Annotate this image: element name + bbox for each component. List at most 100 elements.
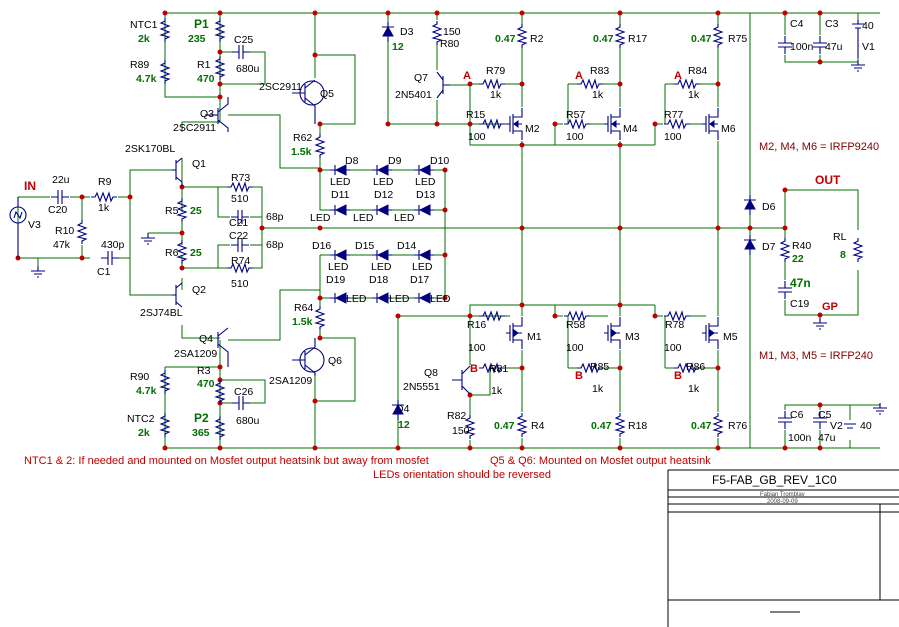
ref-v1: V1 [862,41,875,53]
resistor-r1 [215,55,225,81]
ref-d9: D9 [388,155,402,167]
resistor-r64 [315,305,325,331]
ref-d10: D10 [430,155,449,167]
node-a-label: A [463,70,471,82]
resistor-r75 [713,23,723,49]
val-r3: 470 [197,378,215,390]
author-text: Fabian Tromblay [760,492,805,498]
ref-r64: R64 [294,302,313,314]
val-r2: 0.47 [495,33,516,45]
node-b-label: B [470,363,478,375]
val-r90: 4.7k [136,385,157,397]
bjt-q7 [436,71,450,99]
val-r9: 1k [98,202,110,214]
val-d3: 12 [392,41,404,53]
led-label: LED [371,261,392,273]
bjt-q3 [217,97,229,132]
led-label: LED [373,176,394,188]
val-r15: 100 [468,131,486,143]
ref-d12: D12 [374,189,393,201]
val-r80: 150 [443,26,461,38]
val-c6: 100n [788,432,812,444]
ref-d19: D19 [326,274,345,286]
ref-m3: M3 [625,331,640,343]
ref-v3: V3 [28,219,41,231]
led-label: LED [353,212,374,224]
led-d16 [329,249,351,261]
ref-r81: R81 [489,363,508,375]
resistor-ntc1 [160,17,170,43]
ref-r57: R57 [566,109,585,121]
capacitor-c20 [50,189,70,205]
part-q7: 2N5401 [395,89,432,101]
resistor-r62 [315,133,325,159]
sources [9,20,864,429]
val-r86: 1k [688,383,700,395]
ref-r10: R10 [55,225,74,237]
ref-d13: D13 [416,189,435,201]
ref-r6: R6 [165,247,179,259]
val-c19: 47n [790,276,811,290]
mosfet-m3 [603,316,621,350]
ref-p1: P1 [194,17,209,31]
ref-r79: R79 [486,65,505,77]
resistor-r6 [177,239,187,265]
ref-rl: RL [833,231,847,243]
ref-q7: Q7 [414,72,428,84]
ref-q6: Q6 [328,355,342,367]
ref-r84: R84 [688,65,707,77]
val-rl: 8 [840,249,846,261]
ref-q3: Q3 [200,108,214,120]
resistor-p2 [215,415,225,441]
ref-r62: R62 [293,132,312,144]
ref-r16: R16 [467,319,486,331]
node-b-label: B [674,370,682,382]
resistor-r4 [517,412,527,438]
resistor-p1 [215,17,225,43]
ref-d17: D17 [410,274,429,286]
ref-m6: M6 [721,123,736,135]
val-r85: 1k [592,383,604,395]
zener-d3 [381,21,395,43]
capacitor-c26 [231,395,251,411]
ground-symbol [812,317,828,330]
node-a-label: A [575,70,583,82]
val-ntc1: 2k [138,33,150,45]
ref-c4: C4 [790,18,804,30]
led-label: LED [328,261,349,273]
ref-d8: D8 [345,155,359,167]
ref-d6: D6 [762,201,776,213]
val-r89: 4.7k [136,73,157,85]
ref-c26: C26 [234,386,253,398]
bjt-q8 [452,365,471,395]
ref-ntc2: NTC2 [127,413,155,425]
val-r75: 0.47 [691,33,712,45]
junction-dots [15,10,823,451]
supply-v2 [844,423,856,429]
bjt-q5 [292,79,316,124]
part-q1: 2SK170BL [125,143,175,155]
val-r83: 1k [592,89,604,101]
val-c21: 68p [266,211,284,223]
ref-r83: R83 [590,65,609,77]
ref-c6: C6 [790,409,804,421]
resistor-r89 [160,59,170,85]
ref-d4: D4 [396,403,410,415]
ref-c21: C21 [229,217,248,229]
ground-symbol [30,265,46,278]
ref-c20: C20 [48,204,67,216]
ref-v2: V2 [830,420,843,432]
ref-q5: Q5 [320,88,334,100]
input-label: IN [24,179,36,193]
mosfet-m1 [505,316,523,350]
resistor-r40 [780,237,790,263]
resistor-r17 [615,23,625,49]
ref-d11: D11 [331,189,350,201]
resistor-r2 [517,23,527,49]
ref-r89: R89 [130,59,149,71]
title-text: F5-FAB_GB_REV_1C0 [712,473,837,487]
ref-d15: D15 [355,240,374,252]
val-r4: 0.47 [494,420,515,432]
val-r6: 25 [190,247,202,259]
